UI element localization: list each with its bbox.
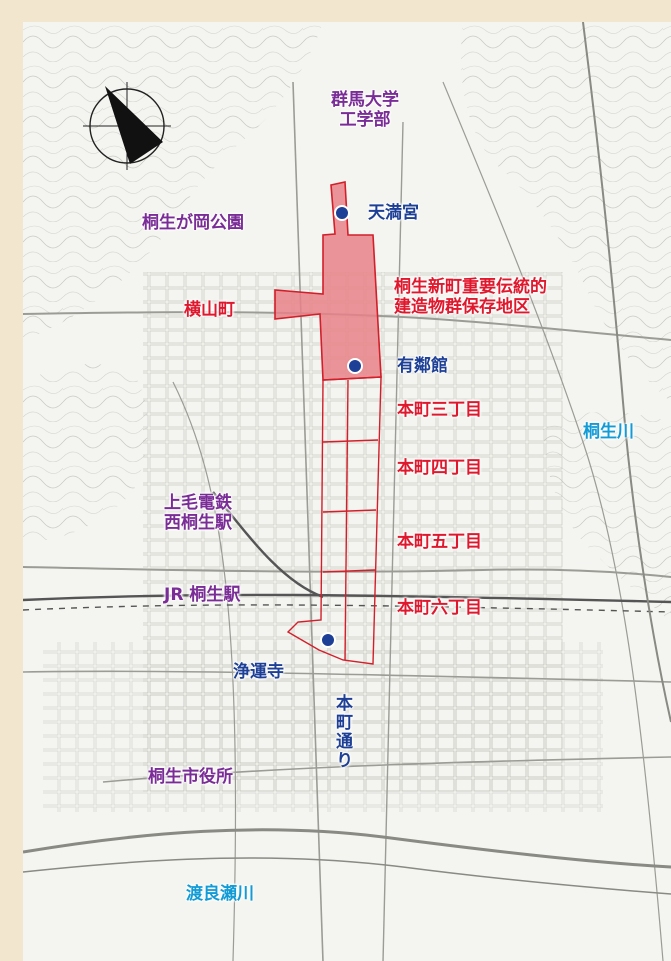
- honcho-street-outline: [286, 376, 382, 665]
- preservation-district-label: 桐生新町重要伝統的 建造物群保存地区: [394, 277, 547, 317]
- honcho-dori-label: 本町通り: [332, 694, 352, 770]
- district-line1: 桐生新町重要伝統的: [394, 277, 547, 297]
- rivers: [23, 22, 671, 895]
- honcho6-label: 本町六丁目: [397, 598, 482, 618]
- yurinkan-dot: [347, 358, 363, 374]
- yurinkan-label: 有鄰館: [397, 356, 448, 376]
- yokoyama-cho-label: 横山町: [184, 300, 235, 320]
- watarase-label: 渡良瀬川: [186, 884, 254, 904]
- gunma-univ-line2: 工学部: [339, 110, 391, 130]
- gunma-univ-line1: 群馬大学: [331, 90, 399, 110]
- map-frame: 群馬大学 工学部 天満宮 桐生が岡公園 横山町 桐生新町重要伝統的 建造物群保存…: [23, 22, 671, 961]
- honcho3-label: 本町三丁目: [397, 400, 482, 420]
- jr-kiryu-label: JR 桐生駅: [164, 585, 241, 605]
- tenmangu-label: 天満宮: [368, 203, 419, 223]
- railways: [23, 491, 671, 613]
- tenmangu-dot: [334, 205, 350, 221]
- gunma-univ-label: 群馬大学 工学部: [331, 90, 399, 130]
- north-arrow-icon: [83, 82, 171, 170]
- city-hall-label: 桐生市役所: [148, 767, 233, 787]
- preservation-district-area: [274, 181, 382, 381]
- honcho5-label: 本町五丁目: [397, 532, 482, 552]
- joun-ji-dot: [320, 632, 336, 648]
- topographic-basemap: [23, 22, 671, 961]
- joun-ji-label: 浄運寺: [233, 662, 284, 682]
- honcho4-label: 本町四丁目: [397, 458, 482, 478]
- kiryugawa-label: 桐生川: [583, 422, 634, 442]
- joshin-label: 上毛電鉄 西桐生駅: [164, 493, 232, 533]
- kiryugaoka-park-label: 桐生が岡公園: [142, 213, 244, 233]
- joshin-line1: 上毛電鉄: [164, 493, 232, 513]
- district-line2: 建造物群保存地区: [394, 297, 530, 317]
- joshin-line2: 西桐生駅: [164, 513, 232, 533]
